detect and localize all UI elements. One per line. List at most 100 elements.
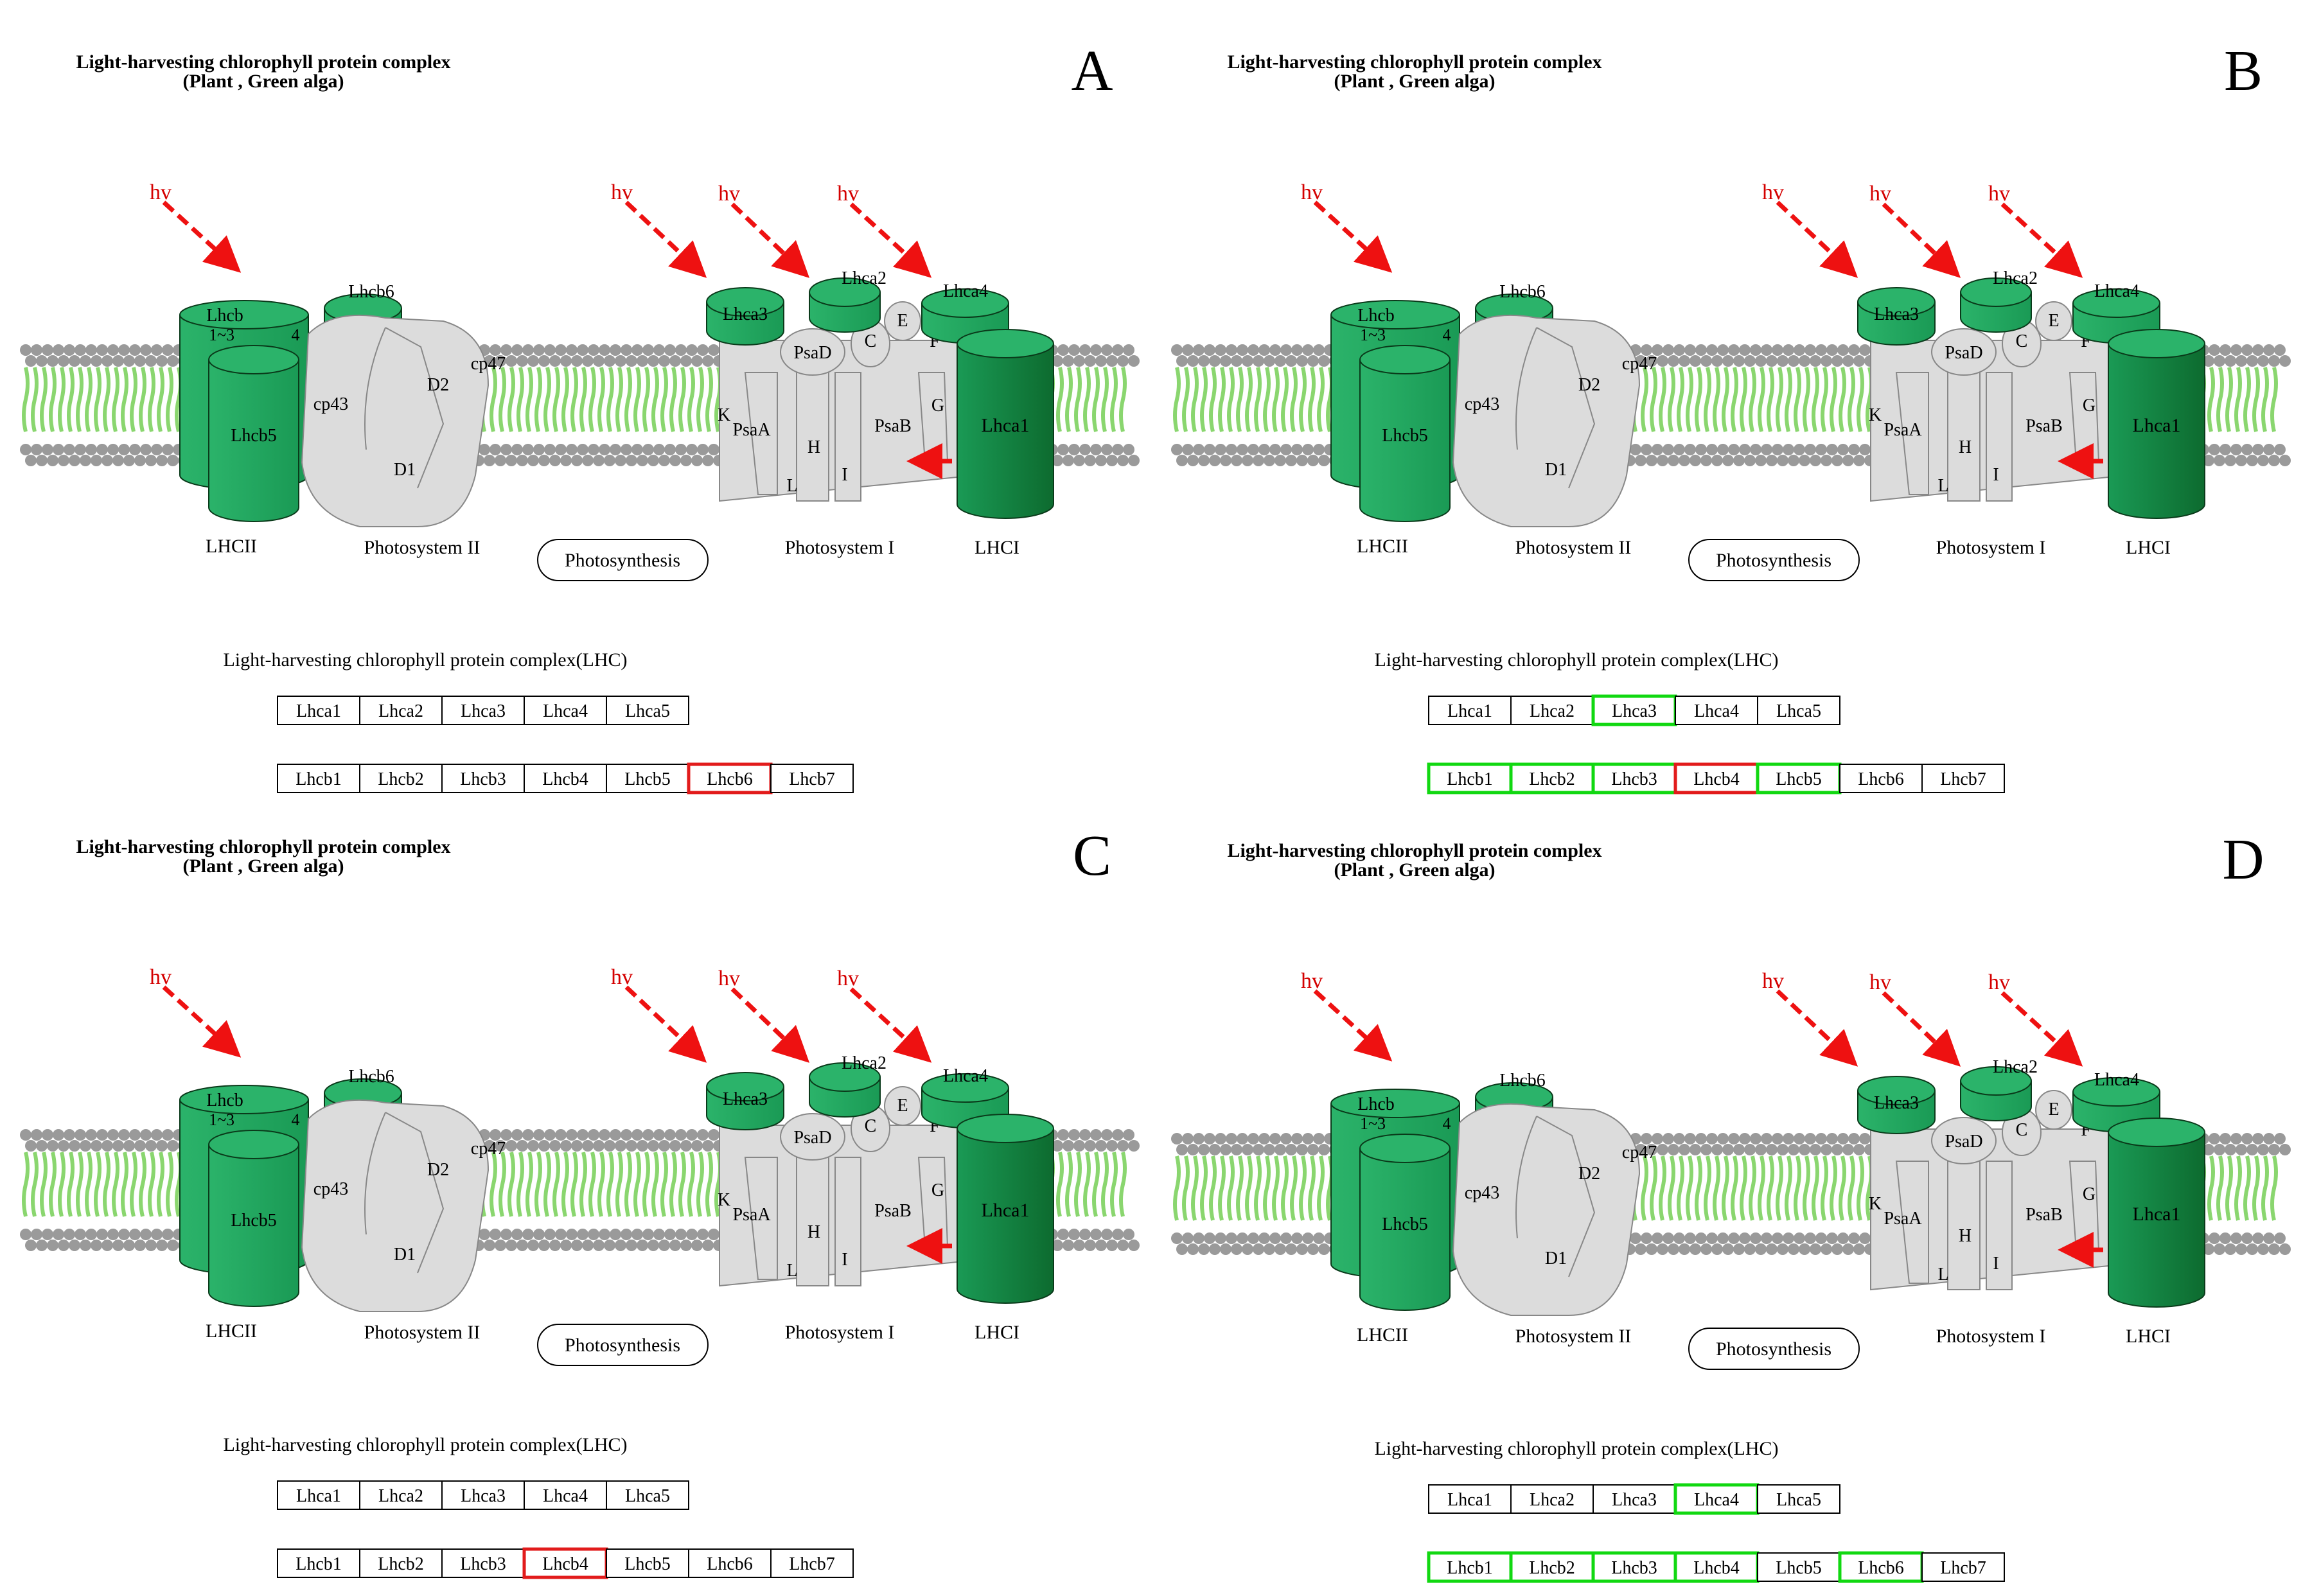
lhcb-gene-box[interactable]: Lhcb1: [277, 764, 360, 793]
lhcb-gene-box[interactable]: Lhcb2: [359, 764, 443, 793]
photosynthesis-link[interactable]: Photosynthesis: [1688, 539, 1860, 581]
lipid-head: [511, 1129, 523, 1141]
lhcb-gene-box[interactable]: Lhcb6: [687, 762, 773, 794]
lhca-gene-box[interactable]: Lhca1: [1428, 1484, 1512, 1514]
lipid-head: [1706, 1232, 1718, 1244]
lipid-head: [593, 355, 604, 367]
photosystem-ii-label: Photosystem II: [364, 1322, 481, 1343]
lipid-head: [637, 1140, 648, 1152]
lhcb-gene-box[interactable]: Lhcb4: [1673, 1551, 1760, 1583]
lipid-head: [1652, 344, 1663, 356]
hv-label: hv: [1301, 180, 1323, 204]
lhcb-gene-box[interactable]: Lhcb6: [688, 1548, 772, 1578]
d1-label: D1: [394, 1245, 416, 1265]
photosynthesis-link[interactable]: Photosynthesis: [537, 539, 709, 581]
lhcb-gene-box[interactable]: Lhcb3: [1591, 762, 1677, 794]
lhcb-gene-box[interactable]: Lhcb5: [1757, 1552, 1840, 1582]
lipid-head: [653, 1229, 665, 1240]
lhcb-gene-box[interactable]: Lhcb5: [606, 1548, 689, 1578]
lhcb-gene-box[interactable]: Lhcb3: [1591, 1551, 1677, 1583]
lhca-gene-box[interactable]: Lhca3: [441, 1480, 525, 1510]
lhcb5-cylinder-label: Lhcb5: [1382, 426, 1428, 446]
lipid-head: [1733, 455, 1745, 466]
lipid-head: [511, 344, 523, 356]
lipid-head: [1280, 344, 1292, 356]
lhcb-label: Lhcb: [1357, 306, 1395, 326]
lipid-head: [20, 444, 31, 455]
photosynthesis-label: Photosynthesis: [565, 1335, 680, 1356]
lhcb5-cylinder-label: Lhcb5: [231, 1211, 277, 1231]
lhca-gene-box[interactable]: Lhca2: [359, 696, 443, 725]
lhcb-gene-box[interactable]: Lhcb3: [441, 1548, 525, 1578]
lipid-head: [156, 455, 168, 466]
d2-label: D2: [1578, 375, 1600, 395]
lhcb-gene-box[interactable]: Lhcb7: [770, 764, 854, 793]
lipid-head: [708, 1129, 719, 1141]
lipid-head: [680, 1240, 692, 1251]
lipid-head: [1204, 444, 1215, 455]
lipid-head: [80, 455, 91, 466]
lhca-gene-box[interactable]: Lhca3: [441, 696, 525, 725]
lhcb-gene-box[interactable]: Lhcb2: [1509, 1551, 1595, 1583]
lhcb-gene-box[interactable]: Lhcb2: [1509, 762, 1595, 794]
lipid-head: [145, 355, 157, 367]
lipid-head: [1848, 444, 1860, 455]
lhca-gene-box[interactable]: Lhca5: [606, 696, 689, 725]
lhcb-gene-label: Lhcb7: [1940, 769, 1986, 789]
lhcb-gene-box[interactable]: Lhcb6: [1838, 1551, 1924, 1583]
psal-label: L: [786, 1261, 797, 1281]
lipid-head: [1079, 444, 1091, 455]
lipid-head: [675, 1229, 687, 1240]
lhcb-gene-box[interactable]: Lhcb1: [277, 1548, 360, 1578]
lhca-gene-box[interactable]: Lhca1: [1428, 696, 1512, 725]
lipid-head: [691, 455, 703, 466]
lhca-gene-box[interactable]: Lhca4: [524, 1480, 607, 1510]
lipid-head: [555, 344, 567, 356]
lhca-gene-box[interactable]: Lhca4: [1673, 1483, 1760, 1515]
lhcb-gene-box[interactable]: Lhcb7: [1921, 1552, 2005, 1582]
lhcb-gene-box[interactable]: Lhcb3: [441, 764, 525, 793]
lipid-head: [1176, 1243, 1188, 1255]
lhcb-gene-box[interactable]: Lhcb5: [606, 764, 689, 793]
lipid-head: [42, 444, 53, 455]
psab-label: PsaB: [874, 1201, 912, 1221]
lipid-head: [1275, 455, 1286, 466]
lhca-gene-box[interactable]: Lhca1: [277, 696, 360, 725]
lhca-gene-box[interactable]: Lhca3: [1591, 694, 1677, 726]
lipid-head: [1095, 355, 1107, 367]
photosynthesis-link[interactable]: Photosynthesis: [537, 1324, 709, 1366]
lipid-head: [1728, 1133, 1740, 1144]
lhca-gene-box[interactable]: Lhca4: [1675, 696, 1758, 725]
lhca-gene-box[interactable]: Lhca2: [1510, 696, 1594, 725]
lipid-head: [156, 1240, 168, 1251]
lhca-gene-box[interactable]: Lhca1: [277, 1480, 360, 1510]
lhcb-gene-box[interactable]: Lhcb4: [522, 1547, 608, 1579]
lhca-gene-box[interactable]: Lhca3: [1593, 1484, 1676, 1514]
lhcb-gene-box[interactable]: Lhcb7: [770, 1548, 854, 1578]
lipid-head: [621, 344, 632, 356]
hv-label: hv: [837, 182, 859, 206]
lipid-head: [2257, 355, 2269, 367]
lipid-head: [500, 1229, 512, 1240]
photosynthesis-link[interactable]: Photosynthesis: [1688, 1328, 1860, 1370]
lhcb-gene-box[interactable]: Lhcb7: [1921, 764, 2005, 793]
lhcb-gene-box[interactable]: Lhcb4: [1673, 762, 1760, 794]
lipid-head: [1641, 344, 1652, 356]
light-arrow: [162, 985, 242, 1058]
lhca-gene-box[interactable]: Lhca2: [1510, 1484, 1594, 1514]
lhcb-gene-box[interactable]: Lhcb1: [1427, 762, 1513, 794]
lhca-gene-box[interactable]: Lhca5: [606, 1480, 689, 1510]
lhca-gene-box[interactable]: Lhca2: [359, 1480, 443, 1510]
lhca-gene-box[interactable]: Lhca5: [1757, 696, 1840, 725]
d1-label: D1: [1545, 1249, 1567, 1268]
lhcb-gene-box[interactable]: Lhcb6: [1839, 764, 1923, 793]
lipid-head: [1057, 444, 1069, 455]
lhca-gene-box[interactable]: Lhca4: [524, 696, 607, 725]
lhcb-13-label: 1~3: [209, 326, 234, 344]
lipid-head: [1755, 455, 1767, 466]
lipid-head: [1052, 1140, 1063, 1152]
lhcb-gene-box[interactable]: Lhcb1: [1427, 1551, 1513, 1583]
lhca-gene-box[interactable]: Lhca5: [1757, 1484, 1840, 1514]
lhcb-gene-box[interactable]: Lhcb2: [359, 1548, 443, 1578]
lipid-head: [1652, 1232, 1663, 1244]
